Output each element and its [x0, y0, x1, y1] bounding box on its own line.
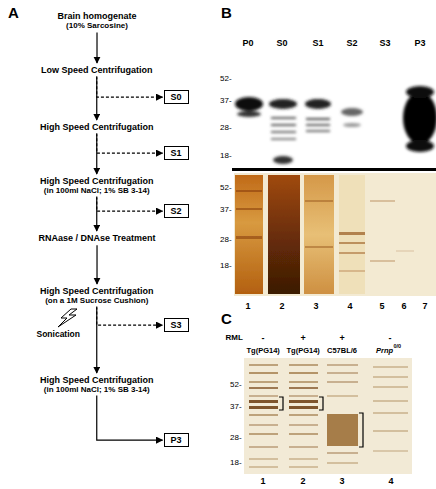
step-text: RNAase / DNAse Treatment: [39, 233, 156, 243]
step-text: P3: [171, 435, 182, 445]
bracket: [359, 413, 363, 447]
step-text: S2: [171, 206, 182, 216]
step-detail: (10% Sarcosine): [58, 21, 137, 30]
fraction-arrow: [97, 307, 163, 326]
mouse-line: Prnp: [376, 347, 393, 355]
fraction-box: S1: [164, 146, 189, 160]
process-step: Low Speed Centrifugation: [41, 65, 153, 75]
lane-number: 6: [402, 302, 407, 311]
fraction-arrow: [97, 76, 163, 97]
lane-label: S2: [347, 39, 358, 48]
step-text: S0: [171, 92, 182, 102]
fraction-arrow: [97, 133, 163, 153]
mouse-line: Tg(PG14): [287, 347, 320, 355]
process-step: High Speed Centrifugation(on a 1M Sucros…: [40, 286, 154, 306]
process-step: High Speed Centrifugation(in 100ml NaCl;…: [40, 375, 154, 395]
step-detail: (on a 1M Sucrose Cushion): [40, 296, 154, 305]
mw-marker: 37-: [230, 403, 242, 411]
mw-marker: 52-: [220, 75, 232, 83]
lane-number: 2: [280, 302, 285, 311]
lane-label: S0: [277, 39, 288, 48]
mouse-line: Tg(PG14): [247, 347, 280, 355]
lane-number: 5: [380, 302, 385, 311]
flow-arrow: [96, 245, 97, 284]
panel-letter: C: [221, 311, 232, 326]
fraction-box: S2: [164, 204, 189, 218]
lane-label: P0: [243, 39, 254, 48]
process-step: RNAase / DNAse Treatment: [39, 233, 156, 243]
lane-number: 1: [261, 477, 266, 486]
genotype-superscript: 0/0: [394, 344, 402, 350]
treatment-sign: +: [340, 334, 345, 343]
silver-gel: [244, 358, 412, 474]
treatment-label: RML: [226, 334, 243, 342]
step-text: S3: [171, 320, 182, 330]
silver-gel: [234, 173, 436, 296]
lane-number: 4: [348, 302, 353, 311]
step-text: S1: [171, 148, 182, 158]
step-text: High Speed Centrifugation: [40, 122, 154, 132]
step-text: Brain homogenate: [58, 11, 137, 21]
bracket: [319, 397, 323, 410]
lightning-symbol: [58, 309, 77, 327]
step-text: High Speed Centrifugation: [40, 375, 154, 385]
fraction-box: S3: [164, 318, 189, 332]
mw-marker: 18-: [220, 262, 232, 270]
step-text: High Speed Centrifugation: [40, 286, 154, 296]
lane-number: 3: [314, 302, 319, 311]
western-blot: [232, 50, 436, 171]
treatment-sign: -: [262, 334, 265, 343]
lane-number: 2: [301, 477, 306, 486]
treatment-sign: +: [301, 334, 306, 343]
bracket: [279, 397, 283, 410]
process-step: Brain homogenate(10% Sarcosine): [58, 11, 137, 31]
mw-marker: 37-: [220, 97, 232, 105]
flow-arrow: [96, 33, 97, 63]
lane-number: 4: [389, 477, 394, 486]
mw-marker: 28-: [220, 236, 232, 244]
mw-marker: 18-: [220, 152, 232, 160]
mw-marker: 28-: [230, 434, 242, 442]
lane-number: 7: [423, 302, 428, 311]
step-note: Sonication: [37, 330, 80, 339]
fraction-box: S0: [164, 90, 189, 104]
lane-number: 3: [340, 477, 345, 486]
lane-number: 1: [246, 302, 251, 311]
flow-arrow: [97, 396, 163, 441]
lane-label: S1: [313, 39, 324, 48]
panel-letter: A: [8, 5, 19, 20]
mw-marker: 18-: [230, 459, 242, 467]
lane-label: S3: [380, 39, 391, 48]
step-text: Low Speed Centrifugation: [41, 65, 153, 75]
step-detail: (in 100ml NaCl; 1% SB 3-14): [40, 385, 154, 394]
treatment-sign: -: [389, 334, 392, 343]
process-step: High Speed Centrifugation: [40, 122, 154, 132]
step-detail: (in 100ml NaCl; 1% SB 3-14): [40, 186, 154, 195]
mw-marker: 52-: [220, 184, 232, 192]
mouse-line: C57BL/6: [327, 347, 357, 355]
lane-label: P3: [415, 39, 426, 48]
step-text: High Speed Centrifugation: [40, 176, 154, 186]
fraction-arrow: [97, 197, 163, 212]
mw-marker: 28-: [220, 124, 232, 132]
panel-letter: B: [221, 5, 232, 20]
mw-marker: 37-: [220, 206, 232, 214]
fraction-box: P3: [164, 433, 189, 447]
mw-marker: 52-: [230, 381, 242, 389]
process-step: High Speed Centrifugation(in 100ml NaCl;…: [40, 176, 154, 196]
